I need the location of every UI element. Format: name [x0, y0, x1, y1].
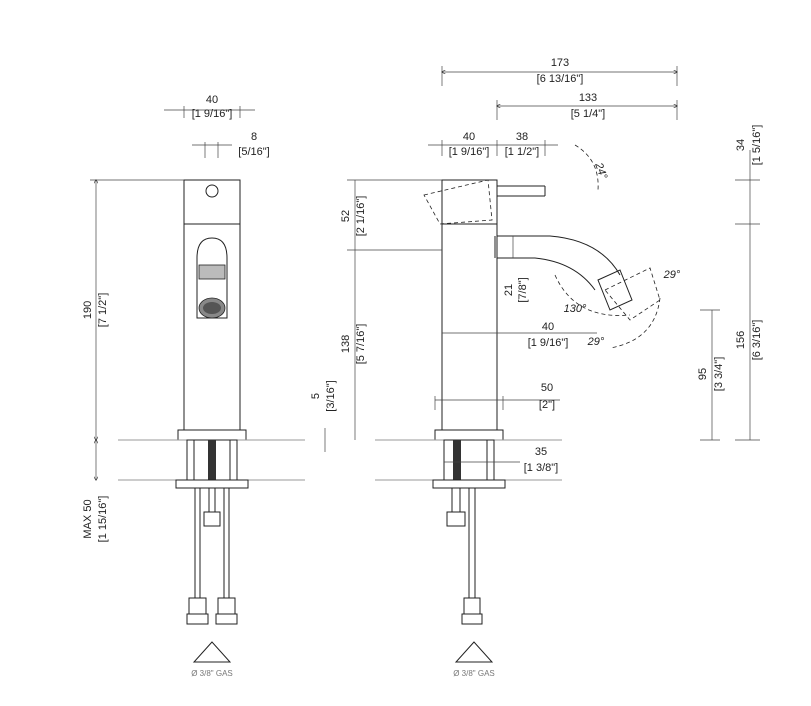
right-34-inch-label: [1 5/16"] [751, 125, 763, 166]
front-height-label: 190 [82, 301, 94, 319]
side-gas-label: Ø 3/8" GAS [453, 669, 495, 678]
side-body-label: 40 [463, 131, 475, 143]
right-156-inch-label: [6 3/16"] [751, 320, 763, 361]
side-lever-inch-label: [1 1/2"] [505, 146, 539, 158]
side-body-width-label: 40 [542, 321, 554, 333]
front-height-inch-label: [7 1/2"] [97, 293, 109, 327]
side-view: 173 [6 13/16"] 133 [5 1/4"] 40 [1 9/16"]… [310, 57, 681, 678]
front-width-inch-label: [1 9/16"] [192, 108, 233, 120]
side-base-inch-label: [3/16"] [325, 380, 337, 411]
right-dimensions: 34 [1 5/16"] 156 [6 3/16"] 95 [3 3/4"] [697, 125, 763, 441]
side-reach-inch-label: [5 1/4"] [571, 108, 605, 120]
front-max-inch-label: [1 15/16"] [97, 496, 109, 543]
side-flange-inch-label: [2"] [539, 399, 555, 411]
side-hole-label: 35 [535, 446, 547, 458]
side-reach-label: 133 [579, 92, 597, 104]
side-angle-29a-label: 29° [663, 269, 681, 281]
side-mid-label: 138 [340, 335, 352, 353]
side-body [441, 179, 498, 431]
side-top-label: 52 [340, 210, 352, 222]
front-width-label: 40 [206, 94, 218, 106]
side-angle-130-label: 130° [564, 303, 587, 315]
front-spout [196, 237, 228, 319]
right-156-label: 156 [735, 331, 747, 349]
front-gas-label: Ø 3/8" GAS [191, 669, 233, 678]
side-lever-label: 38 [516, 131, 528, 143]
side-base-label: 5 [310, 393, 322, 399]
front-handle-label: 8 [251, 131, 257, 143]
side-body-width-inch-label: [1 9/16"] [528, 337, 569, 349]
side-overall-label: 173 [551, 57, 569, 69]
right-34-label: 34 [735, 139, 747, 151]
front-handle-inch-label: [5/16"] [238, 146, 269, 158]
side-top-inch-label: [2 1/16"] [355, 196, 367, 237]
right-95-inch-label: [3 3/4"] [713, 357, 725, 391]
side-spout [497, 235, 621, 276]
side-lever-angle-label: 24° [592, 160, 610, 181]
front-max-label: MAX 50 [82, 499, 94, 538]
side-spout-height-label: 21 [503, 284, 515, 296]
side-flange-label: 50 [541, 382, 553, 394]
side-body-inch-label: [1 9/16"] [449, 146, 490, 158]
side-spout-height-inch-label: [7/8"] [517, 277, 529, 302]
side-overall-inch-label: [6 13/16"] [537, 73, 584, 85]
side-mid-inch-label: [5 7/16"] [355, 324, 367, 365]
side-angle-29b-label: 29° [587, 336, 605, 348]
side-hole-inch-label: [1 3/8"] [524, 462, 558, 474]
right-95-label: 95 [697, 368, 709, 380]
front-view: 40 [1 9/16"] 8 [5/16"] [82, 94, 305, 678]
